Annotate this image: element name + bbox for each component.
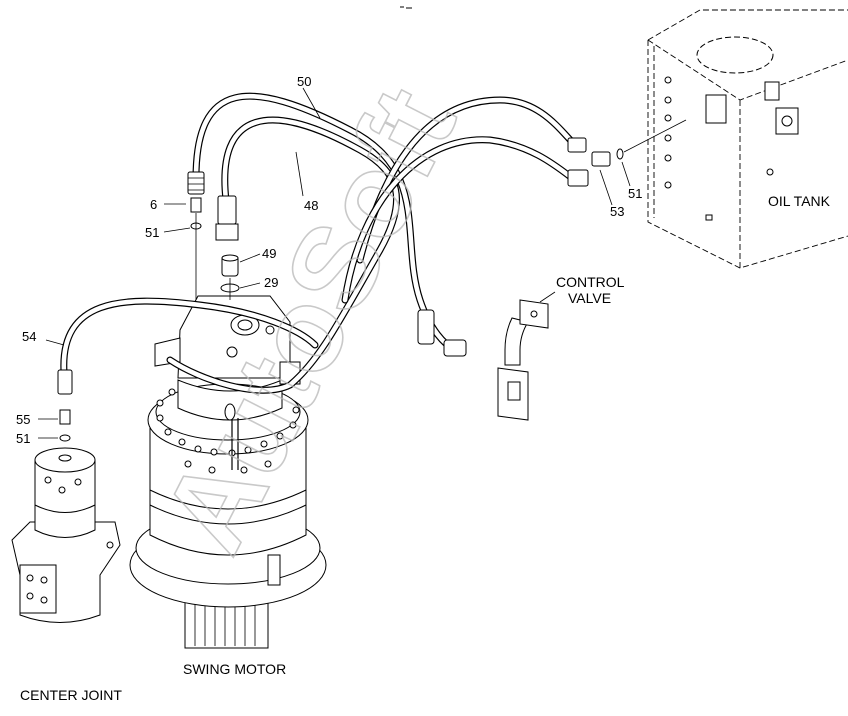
part-label-49: 49	[262, 246, 276, 261]
control-valve	[497, 299, 549, 421]
center-joint	[11, 447, 121, 623]
control-valve-label-line2: VALVE	[568, 290, 611, 306]
part-label-55: 55	[16, 412, 30, 427]
part-label-51a: 51	[145, 225, 159, 240]
hose-54	[60, 297, 319, 376]
fitting-48-end	[215, 195, 239, 241]
part-label-51c: 51	[628, 186, 642, 201]
oil-tank	[647, 9, 848, 269]
part-label-50: 50	[297, 74, 311, 89]
top-mark	[400, 6, 412, 9]
part-label-51b: 51	[16, 431, 30, 446]
adapter-49	[221, 254, 239, 277]
fitting-53	[567, 137, 611, 187]
swing-motor-label: SWING MOTOR	[183, 661, 286, 677]
part-label-29: 29	[264, 275, 278, 290]
part-label-6: 6	[150, 197, 157, 212]
fitting-control-valve-elbow	[417, 309, 467, 357]
part-label-53: 53	[610, 204, 624, 219]
oil-tank-label: OIL TANK	[768, 193, 831, 209]
control-valve-label-line1: CONTROL	[556, 274, 625, 290]
center-joint-label: CENTER JOINT	[20, 687, 122, 703]
part-label-54: 54	[22, 329, 36, 344]
fitting-6	[187, 171, 205, 213]
hose-48	[166, 116, 401, 394]
hose-tank-lower	[341, 136, 576, 304]
leader-lines	[38, 87, 687, 439]
o-ring-51c	[616, 148, 624, 160]
part-label-48: 48	[304, 198, 318, 213]
fitting-55	[57, 369, 73, 425]
o-ring-51b	[59, 434, 71, 442]
